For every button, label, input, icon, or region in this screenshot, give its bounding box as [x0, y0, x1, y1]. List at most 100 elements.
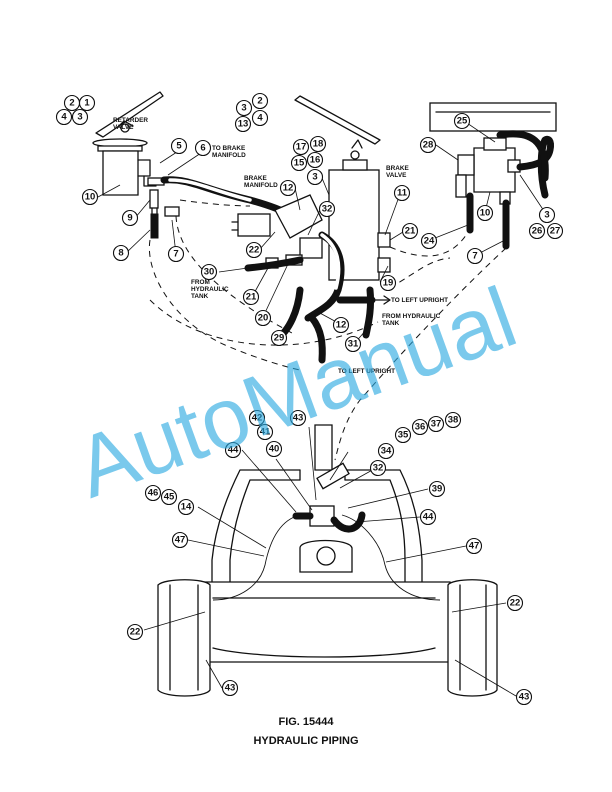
svg-text:2: 2: [257, 96, 262, 107]
label-retarder-valve-1: RETARDER: [113, 117, 148, 124]
svg-text:37: 37: [431, 419, 442, 430]
svg-text:21: 21: [246, 292, 257, 303]
svg-text:34: 34: [381, 446, 392, 457]
label-from-hydraulic-tank-a-2: HYDRAULIC: [191, 286, 229, 293]
callout: 9: [121, 209, 139, 227]
diagram-labels: RETARDER VALVE TO BRAKE MANIFOLD BRAKE M…: [113, 117, 448, 375]
figure-title: HYDRAULIC PIPING: [253, 735, 358, 747]
callout: 6: [194, 139, 212, 157]
svg-text:24: 24: [424, 236, 435, 247]
callout: 4: [55, 108, 73, 126]
svg-text:32: 32: [373, 463, 384, 474]
svg-text:3: 3: [312, 172, 317, 183]
callout: 38: [444, 411, 462, 429]
label-to-brake-manifold-2: MANIFOLD: [212, 152, 246, 159]
svg-text:46: 46: [148, 488, 159, 499]
callout: 27: [546, 222, 564, 240]
svg-text:43: 43: [519, 692, 530, 703]
label-to-left-upright-a: TO LEFT UPRIGHT: [391, 297, 448, 304]
callout: 3: [71, 108, 89, 126]
svg-text:32: 32: [322, 204, 333, 215]
label-brake-valve-1: BRAKE: [386, 165, 409, 172]
svg-text:30: 30: [204, 267, 215, 278]
callout: 39: [428, 480, 446, 498]
label-brake-manifold-1: BRAKE: [244, 175, 267, 182]
svg-text:4: 4: [257, 113, 263, 124]
svg-text:18: 18: [313, 139, 324, 150]
svg-text:13: 13: [238, 119, 249, 130]
svg-text:41: 41: [260, 427, 271, 438]
svg-text:12: 12: [336, 320, 347, 331]
brake-valve-assembly: [231, 95, 391, 281]
svg-text:25: 25: [457, 116, 468, 127]
label-from-hydraulic-tank-b-2: TANK: [382, 320, 400, 327]
svg-text:10: 10: [480, 208, 491, 219]
callout: 25: [453, 112, 471, 130]
svg-text:27: 27: [550, 226, 561, 237]
callout: 32: [318, 200, 336, 218]
callout: 15: [290, 154, 308, 172]
callout: 12: [279, 179, 297, 197]
callout: 18: [309, 135, 327, 153]
svg-text:19: 19: [383, 278, 394, 289]
callout-bubbles: 2 1 4 3 3 2 13 4 5 6 10 9 8 7 17 18 15 1…: [55, 92, 564, 706]
callout: 2: [63, 94, 81, 112]
callout: 31: [344, 335, 362, 353]
callout: 10: [81, 188, 99, 206]
callout: 46: [144, 484, 162, 502]
callout: 7: [167, 245, 185, 263]
callout: 35: [394, 426, 412, 444]
svg-text:9: 9: [127, 213, 132, 224]
callout: 22: [126, 623, 144, 641]
svg-text:43: 43: [225, 683, 236, 694]
svg-text:44: 44: [228, 445, 239, 456]
svg-text:5: 5: [176, 141, 182, 152]
callout: 41: [256, 423, 274, 441]
svg-text:31: 31: [348, 339, 359, 350]
label-brake-manifold-2: MANIFOLD: [244, 182, 278, 189]
drive-axle-assembly: [157, 424, 498, 697]
callout: 13: [234, 115, 252, 133]
callout: 3: [235, 99, 253, 117]
callout: 24: [420, 232, 438, 250]
callout: 42: [248, 409, 266, 427]
svg-text:22: 22: [130, 627, 141, 638]
svg-text:44: 44: [423, 512, 434, 523]
svg-text:42: 42: [252, 413, 263, 424]
callout: 22: [506, 594, 524, 612]
svg-text:35: 35: [398, 430, 409, 441]
callout: 5: [170, 137, 188, 155]
svg-text:3: 3: [241, 103, 246, 114]
label-from-hydraulic-tank-a-1: FROM: [191, 279, 210, 286]
svg-text:6: 6: [200, 143, 205, 154]
svg-text:16: 16: [310, 155, 321, 166]
label-to-brake-manifold-1: TO BRAKE: [212, 145, 246, 152]
callout: 43: [289, 409, 307, 427]
callout: 30: [200, 263, 218, 281]
svg-text:26: 26: [532, 226, 543, 237]
svg-text:47: 47: [469, 541, 480, 552]
callout: 37: [427, 415, 445, 433]
label-brake-valve-2: VALVE: [386, 172, 407, 179]
callout: 4: [251, 109, 269, 127]
svg-text:22: 22: [249, 245, 260, 256]
callout: 1: [78, 94, 96, 112]
svg-text:14: 14: [181, 502, 192, 513]
figure-number: FIG. 15444: [278, 716, 334, 728]
retarder-valve-assembly: [92, 91, 180, 239]
callout: 40: [265, 440, 283, 458]
callout: 12: [332, 316, 350, 334]
callout: 34: [377, 442, 395, 460]
svg-text:22: 22: [510, 598, 521, 609]
svg-text:47: 47: [175, 535, 186, 546]
svg-text:7: 7: [472, 251, 477, 262]
svg-text:38: 38: [448, 415, 459, 426]
svg-text:4: 4: [61, 112, 67, 123]
callout: 26: [528, 222, 546, 240]
svg-text:11: 11: [397, 188, 408, 199]
svg-text:3: 3: [544, 210, 549, 221]
callout: 21: [401, 222, 419, 240]
right-valve-assembly: [429, 102, 557, 205]
